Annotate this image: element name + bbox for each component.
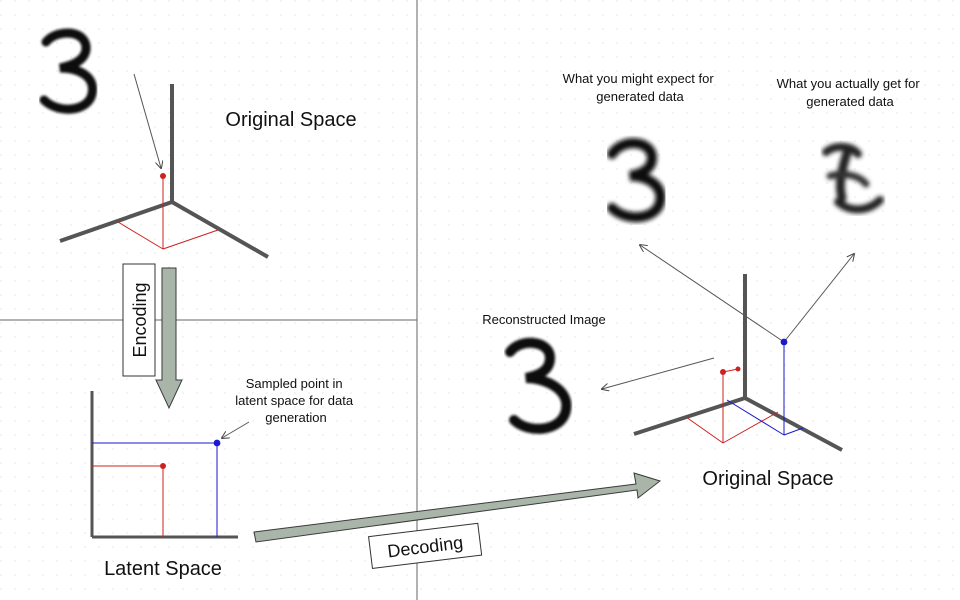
latent-sampled-point: [213, 439, 221, 447]
latent-space-title: Latent Space: [104, 558, 222, 580]
latent-encoded-point: [160, 463, 166, 469]
actual-output-arrow: [783, 254, 854, 343]
encoding-label-box: Encoding: [122, 263, 156, 377]
sampled-point-note: Sampled point in latent space for data g…: [235, 376, 356, 425]
decoding-label-box: Decoding: [368, 522, 483, 570]
reconstructed-point-secondary: [735, 366, 741, 372]
actual-blurry-digit: [822, 143, 884, 214]
original-space-axes-right: [633, 274, 843, 452]
encoding-arrow: [155, 267, 183, 410]
reconstructed-point: [720, 369, 726, 375]
original-space-title-right: Original Space: [702, 468, 833, 490]
reconstructed-arrow: [602, 357, 715, 389]
encoding-label: Encoding: [130, 282, 150, 357]
sampled-note-arrow: [222, 421, 250, 438]
pointer-arrow: [133, 73, 161, 168]
expected-output-note: What you might expect for generated data: [563, 71, 718, 104]
reconstructed-image-label: Reconstructed Image: [482, 312, 606, 327]
original-space-title-top: Original Space: [225, 109, 356, 131]
input-digit-three: [39, 28, 97, 114]
reconstructed-digit-three: [505, 337, 572, 434]
actual-output-note: What you actually get for generated data: [777, 76, 924, 109]
original-space-axes-top: [59, 84, 269, 259]
expected-digit-three: [607, 138, 666, 223]
decoding-arrow: [253, 472, 662, 543]
encoded-point: [160, 173, 166, 179]
generated-point: [780, 338, 788, 346]
expected-output-arrow: [640, 245, 785, 343]
latent-space-plot: [90, 391, 238, 539]
